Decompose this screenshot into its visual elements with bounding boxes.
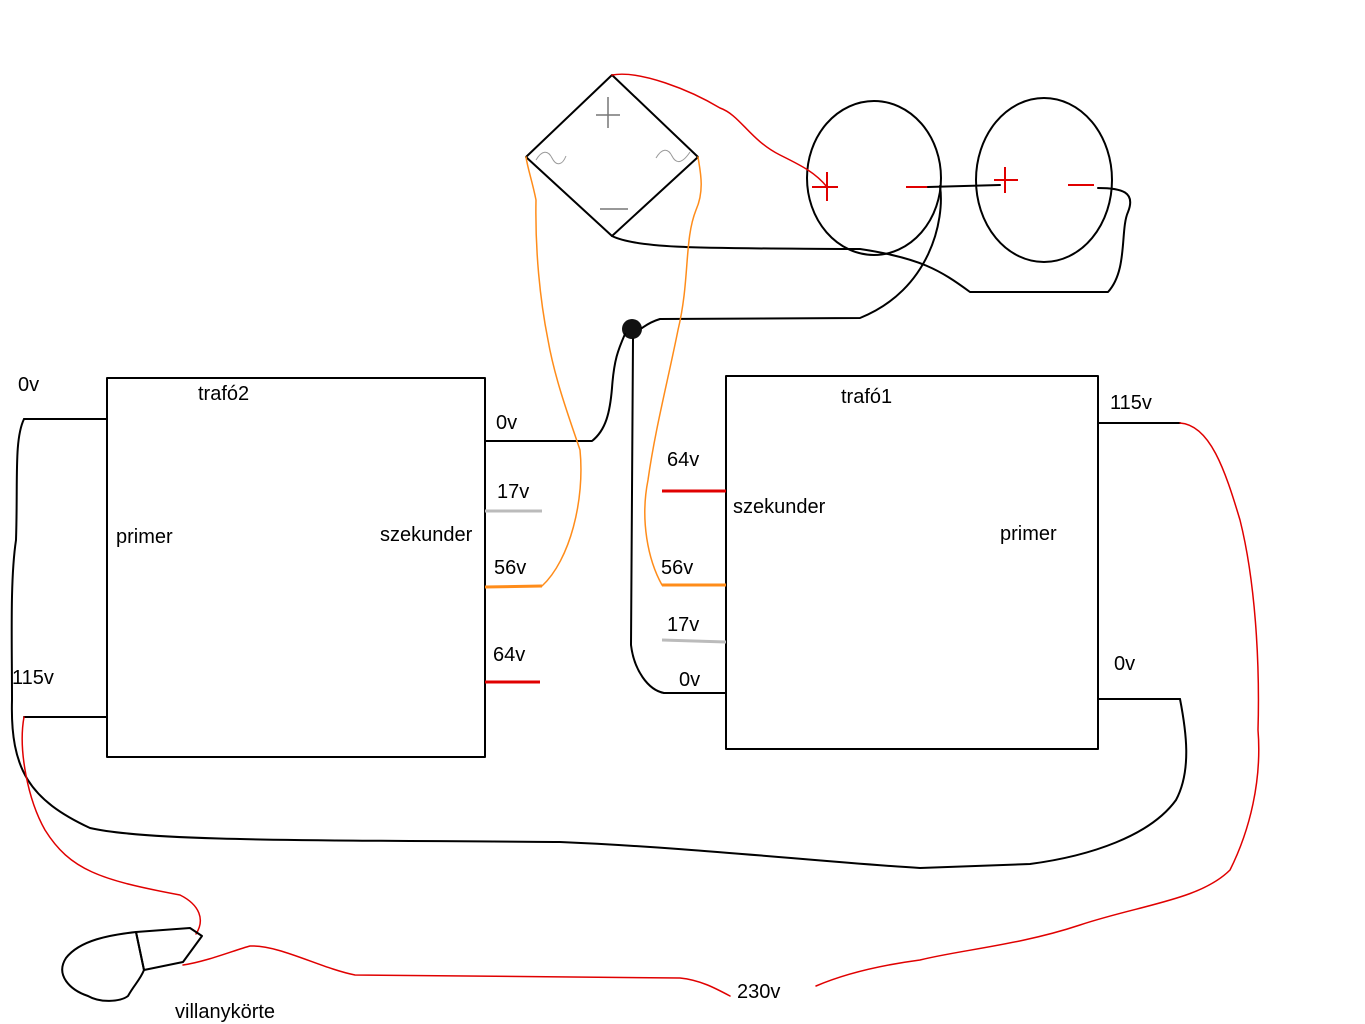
trafo2-primary-0v-label: 0v [18,374,40,396]
trafo1-title: trafó1 [841,386,893,408]
trafo2-secondary-56v-lead [484,584,543,589]
mains-115v-wire-trafo1 [815,422,1260,987]
lamp-label: villanykörte [175,1001,276,1023]
capacitor-2-plus-mark [994,167,1018,193]
trafo2-secondary-56v-label: 56v [494,557,527,579]
cap1-minus-to-cap2-plus-wire [927,184,1001,188]
lamp-bulb-icon [61,931,145,1002]
trafo2-primary-115v-label: 115v [12,667,54,689]
trafo-primaries-0v-loop-wire [10,418,1188,869]
trafo1-box [725,375,1099,750]
cap-midpoint-to-junction-wire [641,185,942,329]
junction-to-trafo1-0v-wire [630,338,665,694]
rectifier-minus-to-cap2-minus-wire [611,187,1132,293]
trafo2-box [106,377,486,758]
trafo1-secondary-label: szekunder [733,496,826,518]
trafo1-primary-0v-label: 0v [1114,653,1136,675]
lamp-to-mains-wire [182,945,731,997]
rectifier-plus-to-cap1-plus-wire [611,73,828,188]
trafo2-secondary-0v-label: 0v [496,412,518,434]
junction-node [622,319,642,339]
capacitor-2 [975,97,1113,263]
trafo2-primary-label: primer [116,526,173,548]
trafo2-secondary-17v-label: 17v [497,481,530,503]
trafo2-56v-to-rectifier-ac-left-wire [525,156,582,587]
trafo2-0v-to-junction-wire [539,333,626,442]
trafo1-primary-115v-label: 115v [1110,392,1152,414]
trafo1-56v-to-rectifier-ac-right-wire [644,156,702,586]
trafo2-secondary-label: szekunder [380,524,473,546]
trafo2-title: trafó2 [198,383,250,405]
mains-voltage-label: 230v [737,981,781,1003]
trafo1-primary-label: primer [1000,523,1057,545]
trafo1-secondary-64v-label: 64v [667,449,700,471]
trafo1-secondary-17v-label: 17v [667,614,700,636]
trafo2-115v-to-lamp-wire [21,716,201,935]
rectifier-ac-symbol-right [655,149,691,162]
capacitor-1 [806,100,942,256]
lamp-base-icon [135,927,203,971]
trafo1-secondary-56v-label: 56v [661,557,694,579]
rectifier-plus-symbol [596,97,620,128]
trafo1-secondary-0v-label: 0v [679,669,701,691]
rectifier-ac-symbol-left [535,151,567,165]
trafo2-secondary-64v-label: 64v [493,644,526,666]
trafo1-secondary-17v-lead [661,638,727,644]
